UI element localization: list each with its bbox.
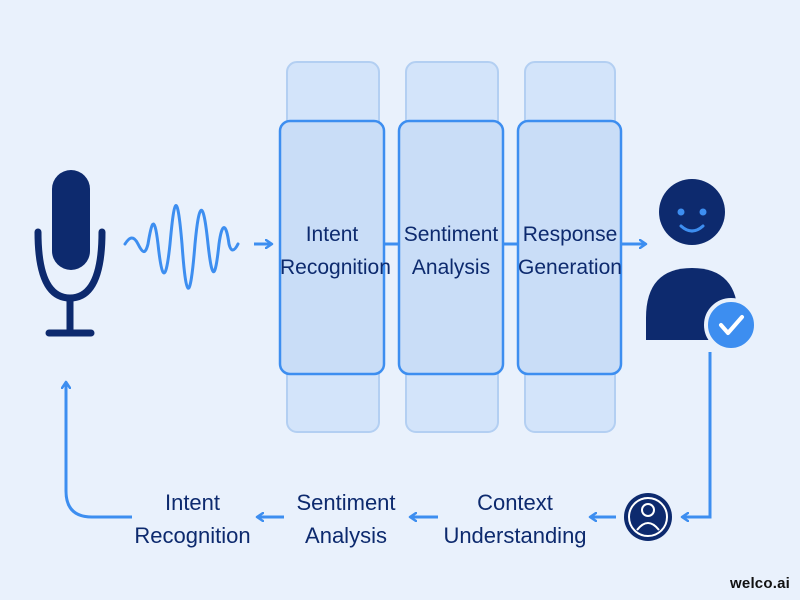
feedback-path <box>682 352 712 517</box>
loop-label-sentiment-analysis: Sentiment Analysis <box>286 486 406 552</box>
loop-label-line: Understanding <box>443 523 587 548</box>
stage-panels <box>278 119 623 376</box>
return-arrow <box>66 382 132 519</box>
loop-label-line: Context <box>477 490 553 515</box>
stage-label-line: Recognition <box>280 256 391 279</box>
user-circle-icon <box>624 493 672 541</box>
loop-label-line: Intent <box>164 490 221 515</box>
loop-label-context-understanding: Context Understanding <box>440 486 590 552</box>
loop-label-line: Sentiment <box>296 490 396 515</box>
microphone-icon <box>34 170 106 337</box>
loop-label-line: Analysis <box>305 523 387 548</box>
sound-wave-icon <box>123 204 240 290</box>
stage-label-line: Generation <box>518 256 622 279</box>
loop-label-intent-recognition: Intent Recognition <box>130 486 255 552</box>
stage-label-response-generation: Response Generation <box>518 218 622 284</box>
stage-label-line: Analysis <box>411 256 491 279</box>
stage-panel-intent <box>278 119 386 376</box>
stage-panel-sentiment <box>397 119 505 376</box>
loop-label-line: Recognition <box>134 523 251 548</box>
stage-label-sentiment-analysis: Sentiment Analysis <box>399 218 503 284</box>
stage-label-line: Sentiment <box>403 223 499 246</box>
stage-panel-response <box>516 119 623 376</box>
stage-label-line: Response <box>522 223 618 246</box>
check-badge-icon <box>704 298 758 352</box>
brand-logo: welco.ai <box>730 575 790 592</box>
stage-label-intent-recognition: Intent Recognition <box>280 218 391 284</box>
stage-label-line: Intent <box>305 223 359 246</box>
